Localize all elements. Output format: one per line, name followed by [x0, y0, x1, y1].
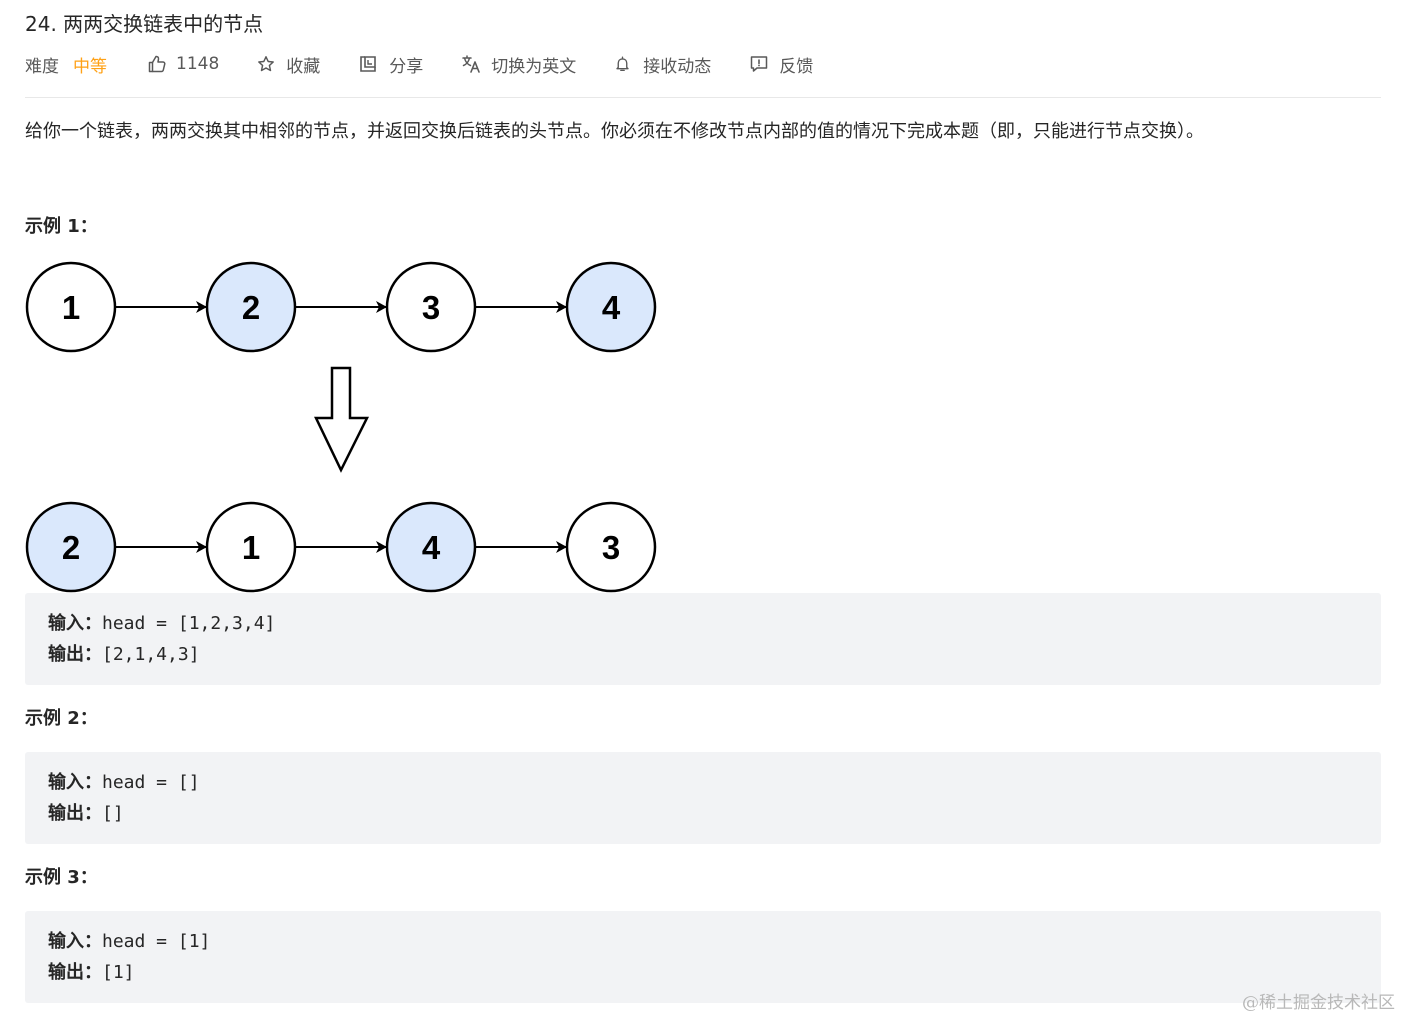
before-node-1 [25, 261, 117, 353]
after-node-1 [25, 501, 117, 593]
example-3-code: 输入：head = [1] 输出：[1] [25, 911, 1381, 1003]
before-linked-list: 1 2 3 4 [25, 261, 657, 353]
translate-button[interactable]: 切换为英文 [461, 52, 576, 77]
difficulty-label: 难度 [25, 56, 59, 77]
after-node-4 [565, 501, 657, 593]
output-value: [] [102, 803, 124, 824]
problem-description: 给你一个链表，两两交换其中相邻的节点，并返回交换后链表的头节点。你必须在不修改节… [25, 121, 1204, 142]
after-node-label-4: 3 [602, 529, 620, 566]
input-value: head = [1] [102, 931, 211, 952]
example-2-input-line: 输入：head = [] [48, 767, 1381, 798]
thumbs-up-icon [147, 54, 176, 74]
example-1-heading: 示例 1： [25, 216, 98, 237]
example-3-heading: 示例 3： [25, 867, 98, 888]
subscribe-button[interactable]: 接收动态 [614, 52, 711, 77]
before-node-label-4: 4 [602, 289, 621, 326]
collect-label: 收藏 [286, 56, 321, 77]
after-node-label-1: 2 [62, 529, 80, 566]
input-key: 输入： [48, 772, 102, 793]
subscribe-label: 接收动态 [643, 56, 712, 77]
example-1-output-line: 输出：[2,1,4,3] [48, 639, 1381, 670]
translate-icon [461, 54, 491, 74]
problem-title: 24. 两两交换链表中的节点 [25, 12, 264, 36]
bell-icon [614, 55, 643, 73]
after-node-2 [205, 501, 297, 593]
share-label: 分享 [389, 56, 424, 77]
output-key: 输出： [48, 644, 102, 665]
before-node-label-3: 3 [422, 289, 440, 326]
before-node-2 [205, 261, 297, 353]
swap-pairs-diagram: 1 2 3 4 2 1 4 3 [25, 261, 657, 593]
share-button[interactable]: 分享 [358, 52, 423, 77]
before-node-label-2: 2 [242, 289, 260, 326]
example-2-output-line: 输出：[] [48, 798, 1381, 829]
after-linked-list: 2 1 4 3 [25, 501, 657, 593]
star-icon [257, 55, 286, 73]
input-value: head = [1,2,3,4] [102, 613, 276, 634]
example-3-input-line: 输入：head = [1] [48, 926, 1381, 957]
example-3-output-line: 输出：[1] [48, 957, 1381, 988]
output-key: 输出： [48, 803, 102, 824]
translate-label: 切换为英文 [491, 56, 577, 77]
problem-toolbar: 难度 中等 1148 收藏 [25, 50, 813, 78]
share-icon [358, 54, 389, 74]
input-value: head = [] [102, 772, 200, 793]
input-key: 输入： [48, 931, 102, 952]
output-value: [1] [102, 962, 135, 983]
example-2-code: 输入：head = [] 输出：[] [25, 752, 1381, 844]
before-node-3 [385, 261, 477, 353]
like-button[interactable]: 1148 [147, 54, 219, 74]
example-1-code: 输入：head = [1,2,3,4] 输出：[2,1,4,3] [25, 593, 1381, 685]
after-node-3 [385, 501, 477, 593]
example-1-input-line: 输入：head = [1,2,3,4] [48, 608, 1381, 639]
feedback-button[interactable]: 反馈 [749, 52, 813, 77]
site-watermark: @稀土掘金技术社区 [1242, 993, 1395, 1013]
input-key: 输入： [48, 613, 102, 634]
example-2-heading: 示例 2： [25, 708, 98, 729]
like-count: 1148 [176, 54, 220, 74]
feedback-label: 反馈 [779, 56, 814, 77]
collect-button[interactable]: 收藏 [257, 52, 320, 77]
before-node-4 [565, 261, 657, 353]
output-key: 输出： [48, 962, 102, 983]
before-node-label-1: 1 [62, 289, 80, 326]
header-divider [25, 97, 1381, 98]
difficulty-badge: 中等 [73, 56, 107, 77]
transform-down-arrow [314, 366, 370, 473]
output-value: [2,1,4,3] [102, 644, 200, 665]
feedback-icon [749, 54, 779, 74]
after-node-label-2: 1 [242, 529, 260, 566]
after-node-label-3: 4 [422, 529, 441, 566]
